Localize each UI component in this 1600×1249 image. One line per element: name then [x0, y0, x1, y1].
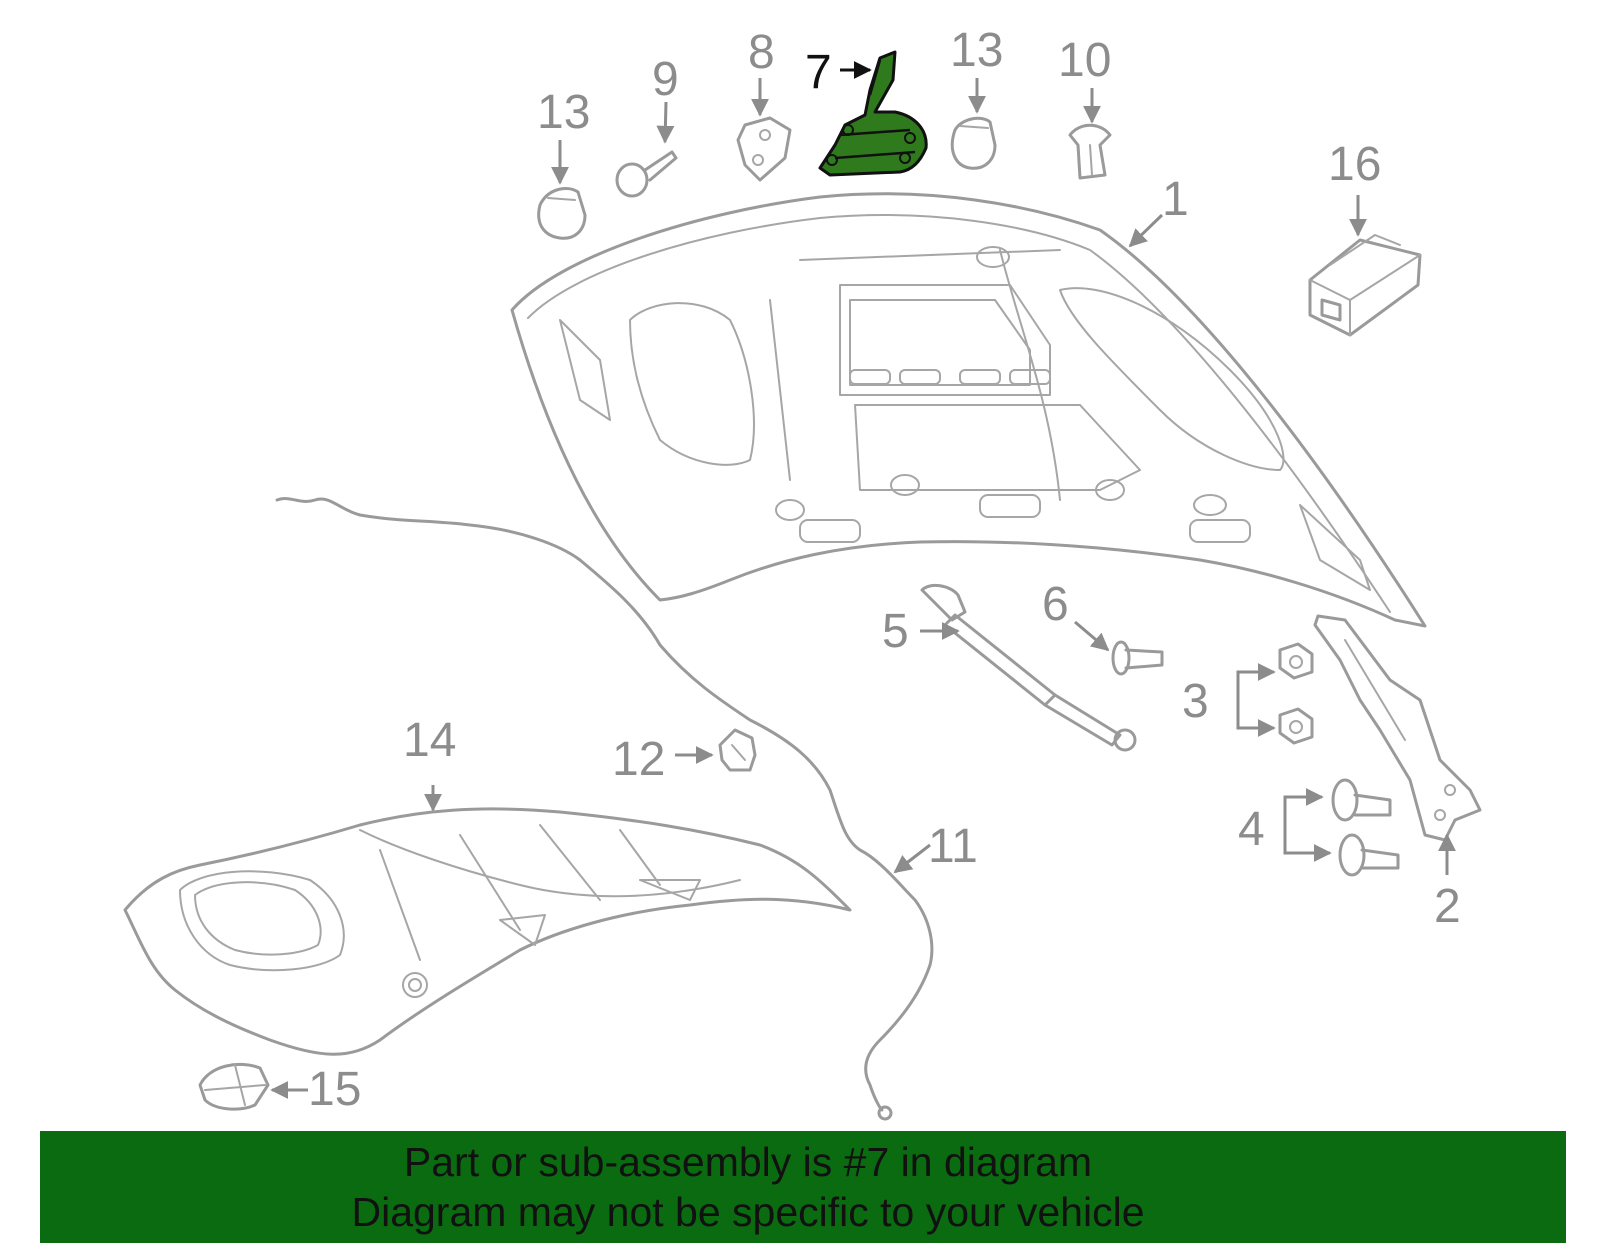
- bracket-part-8[interactable]: [736, 116, 792, 182]
- callout-14: 14: [403, 714, 456, 767]
- retainer-part-15[interactable]: [198, 1062, 270, 1111]
- callout-13b: 13: [950, 24, 1003, 77]
- pin-part-6[interactable]: [1111, 640, 1164, 676]
- screw-part-9[interactable]: [615, 150, 678, 198]
- clip-part-10[interactable]: [1068, 123, 1112, 180]
- callout-numbers: 1 2 3 4 5 6 7 8 9 10 11 12 13 13 14 15 1…: [308, 24, 1461, 1116]
- callout-7: 7: [805, 46, 832, 99]
- callout-8: 8: [748, 26, 775, 79]
- bumper-part-13a[interactable]: [537, 187, 587, 240]
- module-part-16[interactable]: [1308, 234, 1422, 337]
- callout-10: 10: [1058, 34, 1111, 87]
- callout-1: 1: [1162, 173, 1189, 226]
- banner-line-1: Part or sub-assembly is #7 in diagram: [403, 1139, 1093, 1185]
- notice-banner: Part or sub-assembly is #7 in diagram Di…: [40, 1131, 1566, 1243]
- callout-4: 4: [1238, 803, 1265, 856]
- hinge-part-2[interactable]: [1313, 614, 1482, 842]
- banner-line-2: Diagram may not be specific to your vehi…: [351, 1189, 1145, 1235]
- hood-insulator-part-14[interactable]: [123, 807, 852, 1056]
- callout-3: 3: [1182, 675, 1209, 728]
- hood-latch-part-7[interactable]: [818, 50, 928, 177]
- release-cable-part-11[interactable]: [275, 497, 934, 1121]
- callout-9: 9: [652, 53, 679, 106]
- callout-2: 2: [1434, 880, 1461, 933]
- clip-part-12[interactable]: [718, 728, 757, 772]
- hood-panel-part-1[interactable]: [510, 192, 1427, 628]
- callout-12: 12: [612, 733, 665, 786]
- bolt-part-4[interactable]: [1331, 778, 1400, 877]
- nut-part-3[interactable]: [1278, 642, 1314, 745]
- callout-5: 5: [882, 605, 909, 658]
- callout-13a: 13: [537, 86, 590, 139]
- gas-strut-part-5[interactable]: [920, 583, 1137, 752]
- callout-6: 6: [1042, 578, 1069, 631]
- callout-11: 11: [928, 820, 978, 873]
- callout-15: 15: [308, 1063, 361, 1116]
- callout-lines: [270, 61, 1456, 1099]
- bumper-part-13b[interactable]: [950, 116, 997, 170]
- callout-16: 16: [1328, 138, 1381, 191]
